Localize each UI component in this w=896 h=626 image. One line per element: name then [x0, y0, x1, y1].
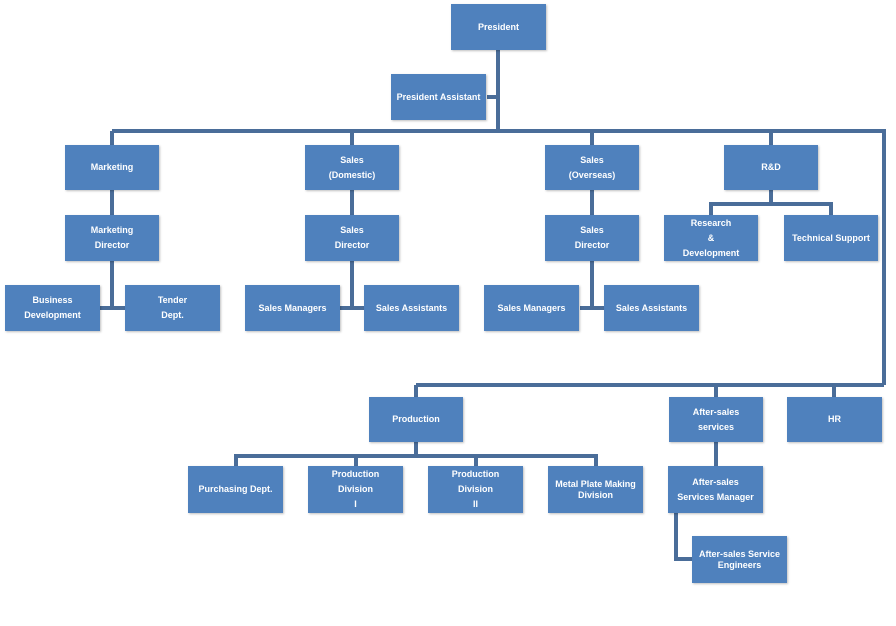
box-label-line: Division [337, 484, 373, 494]
president-box: President [451, 4, 546, 50]
connector-rnd-split [709, 190, 833, 215]
box-label-line: Marketing [90, 162, 134, 172]
sales-managers-domestic-box: Sales Managers [245, 285, 340, 331]
connector-marketing-children [100, 261, 125, 310]
box-label-line: Director [574, 240, 610, 250]
box-label-line: Production [451, 469, 500, 479]
box-label-line: Purchasing Dept. [198, 484, 273, 494]
box-label-line: Metal Plate Making [555, 478, 636, 489]
box-label-line: Director [334, 240, 370, 250]
connector-production-split [234, 442, 598, 466]
box-label-line: Sales [340, 225, 364, 235]
box-label-line: Sales [580, 225, 604, 235]
box-label-line: Business [32, 295, 73, 305]
production-box: Production [369, 397, 463, 442]
president-assistant-box: President Assistant [391, 74, 486, 120]
box-label-line: Sales Assistants [615, 302, 688, 313]
box-label-line: Production [331, 469, 380, 479]
box-label-line: After-sales [692, 406, 740, 417]
marketing-box: Marketing [65, 145, 159, 190]
box-label-line: R&D [761, 162, 781, 172]
box-label-line: Sales Assistants [375, 302, 448, 313]
box-label-line: I [354, 499, 357, 509]
box-label-line: President Assistant [396, 91, 481, 102]
connector-overseas-children [580, 261, 604, 310]
sales-domestic-box: Sales (Domestic) [305, 145, 399, 190]
box-label-line: HR [828, 414, 841, 424]
purchasing-dept-box: Purchasing Dept. [188, 466, 283, 513]
box-label-line: Technical Support [792, 232, 870, 243]
box-label-line: President [477, 21, 519, 32]
research-development-box: Research & Development [664, 215, 758, 261]
rnd-box: R&D [724, 145, 818, 190]
box-label-line: (Domestic) [328, 169, 376, 180]
box-label-line: Research [690, 217, 732, 228]
box-label-line: Dept. [161, 310, 184, 320]
sales-managers-overseas-box: Sales Managers [484, 285, 579, 331]
after-sales-services-box: After-sales services [669, 397, 763, 442]
box-label-line: Division [457, 484, 493, 494]
box-label-line: Services Manager [677, 491, 754, 502]
box-label-line: (Overseas) [568, 169, 616, 180]
box-label-line: Development [24, 310, 81, 320]
box-label-line: Sales Managers [497, 302, 566, 313]
box-label-line: Production [392, 414, 440, 424]
box-label-line: Engineers [717, 559, 762, 570]
box-label-line: II [472, 499, 478, 509]
sales-assistants-overseas-box: Sales Assistants [604, 285, 699, 331]
box-label-line: After-sales [692, 476, 739, 487]
box-label-line: Development [682, 247, 740, 258]
technical-support-box: Technical Support [784, 215, 878, 261]
sales-assistants-domestic-box: Sales Assistants [364, 285, 459, 331]
box-label-line: Sales Managers [258, 302, 327, 313]
box-label-line: & [707, 232, 715, 243]
box-label-line: Sales [340, 154, 364, 165]
box-label-line: Division [577, 489, 613, 500]
box-label-line: Tender [157, 295, 188, 305]
box-label-line: services [697, 421, 735, 432]
box-label-line: Marketing [90, 225, 134, 235]
connector-domestic-children [340, 261, 364, 310]
box-label-line: Director [94, 240, 130, 250]
connector-after-sales-engineers [674, 513, 692, 561]
box-label-line: After-sales Service [698, 548, 781, 559]
hr-box: HR [787, 397, 882, 442]
box-label-line: Sales [580, 154, 604, 165]
connector-top-bus [112, 129, 886, 385]
sales-overseas-box: Sales (Overseas) [545, 145, 639, 190]
